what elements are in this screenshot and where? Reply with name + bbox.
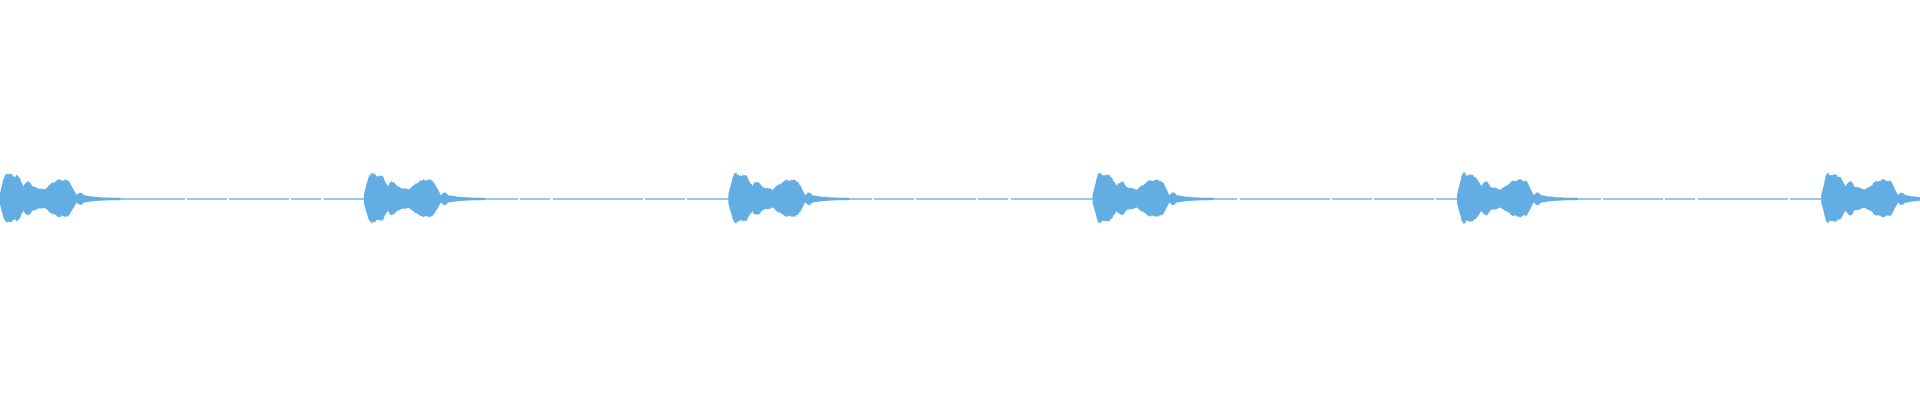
waveform-burst-6: [1821, 172, 1920, 224]
waveform-burst-3: [728, 172, 850, 224]
waveform-burst-5: [1456, 171, 1578, 225]
waveform-burst-1: [0, 173, 121, 223]
waveform-burst-4: [1092, 172, 1214, 224]
waveform-burst-2: [363, 172, 485, 224]
